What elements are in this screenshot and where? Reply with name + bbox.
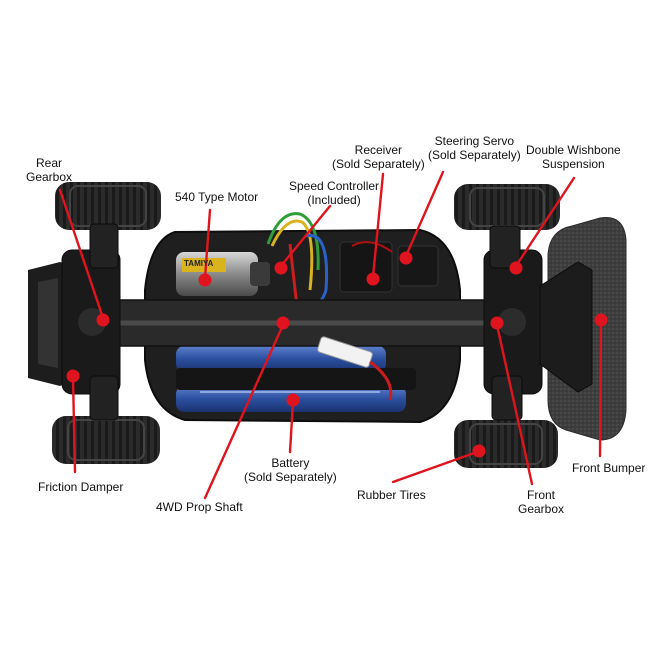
battery-connector (317, 336, 393, 401)
label-friction-damper: Friction Damper (38, 480, 124, 494)
bumper-mount (539, 261, 593, 393)
callout-dots (66, 251, 608, 458)
label-suspension-line1: Double Wishbone (526, 143, 621, 157)
label-prop-shaft: 4WD Prop Shaft (156, 500, 243, 514)
label-receiver: Receiver (Sold Separately) (332, 143, 425, 171)
label-speed-controller-line1: Speed Controller (289, 179, 380, 193)
label-rubber-tires: Rubber Tires (357, 488, 426, 502)
label-speed-controller: Speed Controller (Included) (289, 179, 379, 207)
callout-lines (58, 170, 603, 500)
label-front-gearbox-line2: Gearbox (518, 502, 565, 516)
label-front-bumper: Front Bumper (572, 461, 646, 475)
label-battery-line1: Battery (271, 456, 310, 470)
motor (176, 252, 270, 296)
label-steering-servo-line2: (Sold Separately) (428, 148, 521, 162)
label-front-gearbox: Front Gearbox (518, 488, 564, 516)
label-steering-servo-line1: Steering Servo (434, 134, 515, 148)
label-rear-gearbox-line2: Gearbox (26, 170, 73, 184)
label-speed-controller-line2: (Included) (307, 193, 361, 207)
label-battery-line2: (Sold Separately) (244, 470, 337, 484)
label-front-gearbox-line1: Front (527, 488, 556, 502)
label-steering-servo: Steering Servo (Sold Separately) (428, 134, 521, 162)
front-bottom-tire (454, 420, 558, 468)
label-receiver-line2: (Sold Separately) (332, 157, 425, 171)
label-battery: Battery (Sold Separately) (244, 456, 337, 484)
label-rear-gearbox-line1: Rear (36, 156, 63, 170)
label-receiver-line1: Receiver (354, 143, 403, 157)
label-motor: 540 Type Motor (175, 190, 259, 204)
label-suspension: Double Wishbone Suspension (526, 143, 621, 171)
receiver-box (339, 241, 393, 293)
label-rear-gearbox: Rear Gearbox (26, 156, 72, 184)
suspension-arms (89, 223, 523, 421)
rear-bottom-tire (52, 416, 160, 464)
rear-bumper (28, 262, 72, 386)
motor-sticker-text: TAMIYA (184, 259, 214, 268)
label-suspension-line2: Suspension (542, 157, 605, 171)
